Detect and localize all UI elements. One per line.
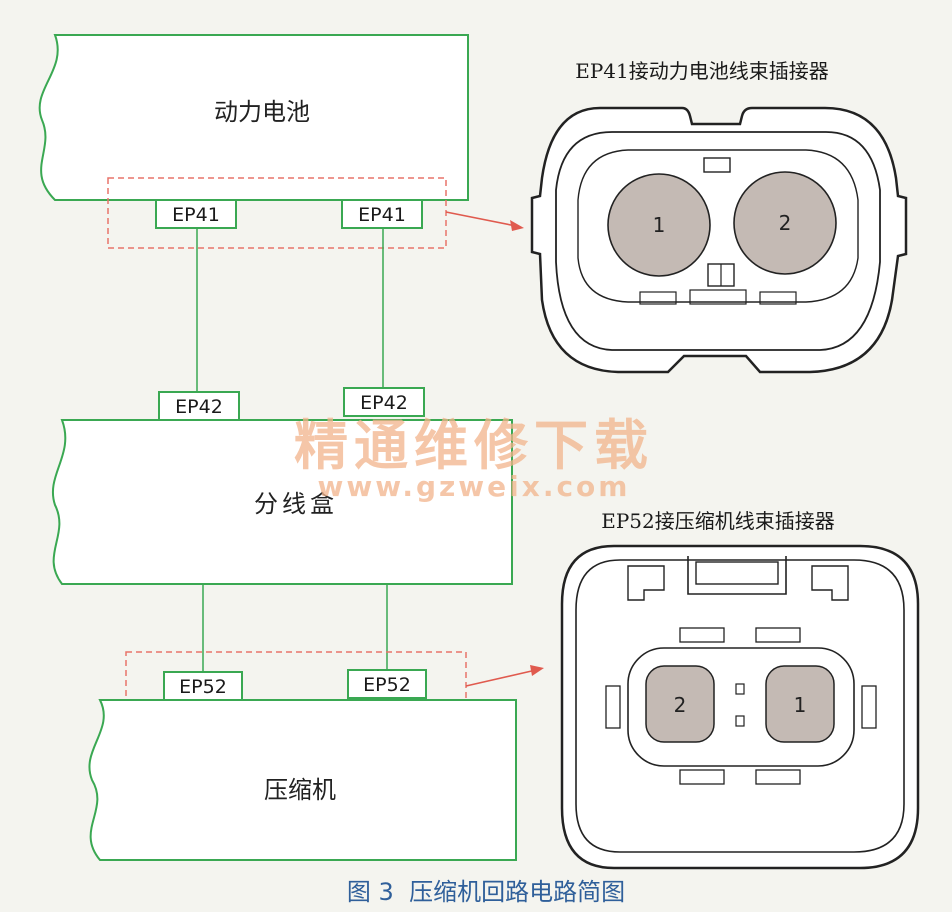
junction-box-label: 分线盒 bbox=[254, 490, 338, 518]
watermark-text: 精通维修下载 bbox=[294, 414, 654, 477]
ep41-label-left: EP41 bbox=[172, 204, 220, 226]
figure-caption: 图 3 压缩机回路电路简图 bbox=[347, 878, 625, 906]
ep41-pin-2-label: 2 bbox=[779, 211, 792, 235]
ep52-label-left: EP52 bbox=[179, 676, 227, 698]
ep41-connector-face: 1 2 bbox=[530, 106, 908, 374]
ep42-label-right: EP42 bbox=[360, 392, 408, 414]
ep52-pin-2-label: 2 bbox=[674, 693, 687, 717]
ep41-detail-title: EP41接动力电池线束插接器 bbox=[575, 59, 829, 83]
ep41-highlight-box bbox=[107, 177, 447, 249]
ep52-connector-left: EP52 bbox=[163, 671, 243, 701]
ep52-pin-2 bbox=[645, 665, 715, 743]
ep41-connector-left: EP41 bbox=[155, 199, 237, 229]
ep41-connector-right: EP41 bbox=[341, 199, 423, 229]
ep42-connector-right: EP42 bbox=[343, 387, 425, 417]
battery-block: 动力电池 bbox=[38, 34, 469, 201]
ep52-label-right: EP52 bbox=[363, 674, 411, 696]
compressor-block: 压缩机 bbox=[88, 699, 517, 861]
ep41-label-right: EP41 bbox=[358, 204, 406, 226]
watermark-url: www.gzweix.com bbox=[318, 470, 631, 503]
ep42-connector-left: EP42 bbox=[158, 391, 240, 421]
ep52-pin-1-label: 1 bbox=[794, 693, 807, 717]
ep52-pin-1 bbox=[765, 665, 835, 743]
ep41-pin-2 bbox=[733, 171, 837, 275]
ep42-label-left: EP42 bbox=[175, 396, 223, 418]
ep52-connector-right: EP52 bbox=[347, 669, 427, 699]
battery-label: 动力电池 bbox=[214, 98, 310, 126]
ep41-pin-1 bbox=[607, 173, 711, 277]
junction-box-block: 分线盒 bbox=[52, 419, 513, 585]
arrow-to-ep41-detail bbox=[445, 211, 524, 231]
ep52-connector-face: 2 1 bbox=[560, 544, 920, 870]
ep52-detail-title: EP52接压缩机线束插接器 bbox=[601, 509, 835, 533]
compressor-label: 压缩机 bbox=[264, 776, 336, 804]
arrow-to-ep52-detail bbox=[465, 665, 544, 687]
ep41-pin-1-label: 1 bbox=[653, 213, 666, 237]
